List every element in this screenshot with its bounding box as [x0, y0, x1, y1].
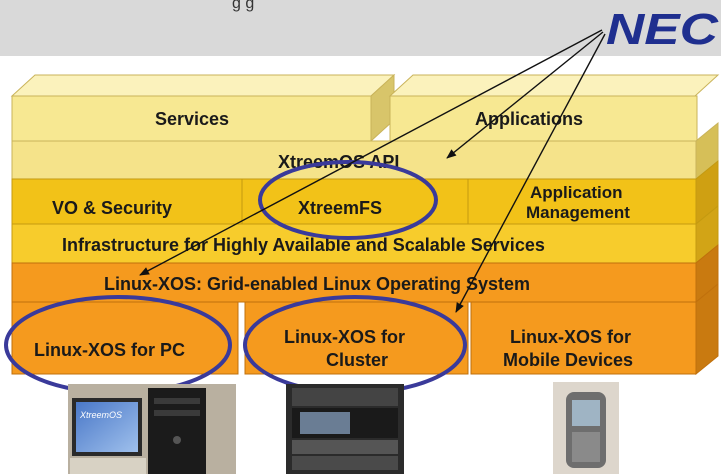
infrastructure-label: Infrastructure for Highly Available and …: [62, 235, 545, 255]
layer-vo-security: VO & Security: [11, 178, 243, 225]
applications-label: Applications: [475, 109, 583, 129]
layer-application-management: Application Management: [467, 159, 719, 226]
nec-arrows: [139, 29, 606, 313]
arrow-to-xtreemfs: [446, 31, 604, 159]
arrow-to-pc: [139, 29, 603, 276]
layer-api: XtreemOS API: [11, 121, 719, 181]
services-label: Services: [155, 109, 229, 129]
linux-xos-label: Linux-XOS: Grid-enabled Linux Operating …: [104, 274, 530, 294]
arrow-to-cluster: [455, 33, 606, 313]
cluster-label-1: Linux-XOS for: [284, 327, 405, 347]
xtreemos-screen-text: XtreemOS: [79, 410, 122, 420]
app-management-label-1: Application: [530, 183, 623, 202]
header-band: [0, 0, 721, 56]
layer-services: Services: [10, 73, 396, 143]
app-management-label-2: Management: [526, 203, 630, 222]
vo-security-label: VO & Security: [52, 198, 172, 218]
nec-logo: NEC: [606, 5, 719, 54]
header-caption: g g: [232, 0, 254, 12]
pc-photo: XtreemOS: [68, 384, 236, 474]
xtreemfs-highlight-ellipse: [258, 160, 438, 240]
pc-label: Linux-XOS for PC: [34, 340, 185, 360]
mobile-photo: [553, 382, 619, 474]
layer-applications: Applications: [388, 74, 720, 142]
xtreemfs-label: XtreemFS: [298, 198, 382, 218]
mobile-label-2: Mobile Devices: [503, 350, 633, 370]
layer-infrastructure: Infrastructure for Highly Available and …: [11, 204, 719, 265]
layer-mobile: Linux-XOS for Mobile Devices: [470, 282, 719, 376]
cluster-photo: [286, 384, 404, 474]
cluster-label-2: Cluster: [326, 350, 388, 370]
mobile-label-1: Linux-XOS for: [510, 327, 631, 347]
